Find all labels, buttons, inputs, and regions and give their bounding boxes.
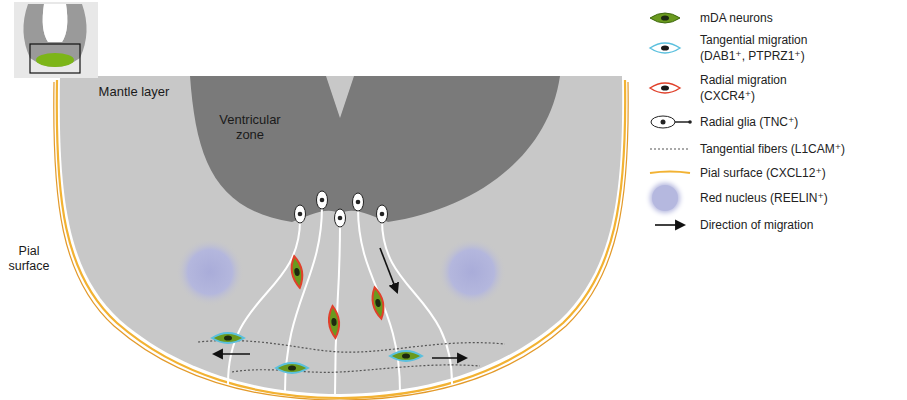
legend-text: Tangential migration (DAB1⁺, PTPRZ1⁺): [700, 32, 825, 64]
tangential-migrating-neuron-part: [276, 363, 308, 373]
inset-section-icon-part: [30, 44, 80, 73]
tangential-migrating-neuron: [276, 363, 308, 373]
radial-glia-nucleus: [356, 200, 361, 205]
red-nucleus: [176, 238, 244, 306]
radial-migrating-neuron-part: [375, 299, 382, 308]
legend-radial-glia-part: [675, 121, 690, 123]
radial-glia-fiber: [358, 208, 400, 392]
tangential-migrating-neuron: [390, 351, 422, 361]
tangential-migrating-neuron: [212, 333, 244, 343]
legend-radial-neuron-part: [661, 85, 669, 90]
tangential-fiber: [198, 341, 505, 353]
red-nucleus: [438, 238, 506, 306]
legend-tangential-neuron-part: [650, 43, 680, 53]
radial-migrating-neuron-part: [331, 318, 337, 326]
ventricular-zone-region-outline: [188, 74, 562, 234]
radial-migrating-neuron: [328, 306, 341, 339]
inset-section-icon-part: [14, 2, 98, 78]
region-label: Ventricular zone: [208, 112, 292, 142]
legend-radial-glia: [651, 116, 692, 128]
legend-mda-neuron-part: [661, 15, 669, 20]
radial-glia-cell: [295, 205, 306, 223]
radial-glia-fiber: [382, 220, 452, 384]
radial-glia-cell: [377, 205, 388, 223]
legend-radial-neuron-part: [650, 83, 680, 93]
radial-migrating-neuron: [370, 286, 386, 319]
legend-pial-line: [650, 172, 690, 174]
inset-section-icon-part: [36, 53, 74, 67]
tangential-migrating-neuron-part: [212, 333, 244, 343]
legend-text: Pial surface (CXCL12⁺): [700, 165, 900, 181]
radial-migrating-neuron-part: [289, 255, 304, 288]
surface-label: Pial surface: [4, 244, 54, 274]
legend-radial-glia-part: [688, 120, 692, 124]
tangential-migrating-neuron-part: [224, 335, 232, 340]
legend-tangential-neuron-part: [661, 45, 669, 50]
radial-migrating-neuron-part: [294, 268, 301, 277]
radial-glia-nucleus: [338, 216, 343, 221]
tangential-migrating-neuron-part: [402, 353, 410, 358]
tangential-fiber: [232, 365, 480, 372]
legend-radial-neuron: [650, 83, 680, 93]
legend-radial-glia-part: [661, 120, 666, 125]
migration-arrow: [214, 353, 250, 355]
legend-arrow: [655, 224, 684, 226]
inset-section-icon: [14, 2, 98, 78]
legend-swatch: [652, 185, 678, 211]
mantle-layer-region: Mantle layerVentricular zone: [58, 74, 626, 396]
tangential-migrating-neuron-part: [390, 351, 422, 361]
legend-mda-neuron-part: [650, 13, 680, 23]
radial-migrating-neuron-part: [370, 286, 386, 319]
ventricular-zone-region-fill: [190, 76, 560, 222]
migration-arrow: [380, 248, 397, 292]
radial-glia-cell: [317, 191, 328, 209]
inset-section-icon-part: [23, 4, 86, 67]
ventricular-zone-region: Ventricular zone: [188, 74, 562, 234]
radial-glia-nucleus: [380, 212, 385, 217]
legend-radial-glia-part: [651, 116, 675, 128]
legend-text: Red nucleus (REELIN⁺): [700, 190, 900, 206]
radial-migrating-neuron: [289, 255, 304, 288]
radial-glia-cell: [353, 193, 364, 211]
legend-text: Direction of migration: [700, 217, 900, 233]
legend-text: Radial migration (CXCR4⁺): [700, 72, 825, 104]
radial-glia-fiber: [228, 220, 300, 384]
legend-text: mDA neurons: [700, 10, 900, 26]
tangential-migrating-neuron-part: [288, 365, 296, 370]
legend-tangential-neuron: [650, 43, 680, 53]
legend-mda-neuron: [650, 13, 680, 23]
legend-text: Radial glia (TNC⁺): [700, 114, 900, 130]
migration-arrow: [432, 357, 466, 359]
mantle-layer-region-fill: [60, 76, 622, 394]
legend-dashed-fiber: [650, 148, 690, 149]
legend-text: Tangential fibers (L1CAM⁺): [700, 141, 900, 157]
mantle-layer-region-outline: [58, 74, 626, 396]
radial-glia-nucleus: [298, 212, 303, 217]
inset-section-icon-part: [43, 4, 68, 42]
radial-glia-cell: [335, 209, 346, 227]
region-label: Mantle layer: [94, 84, 174, 99]
radial-glia-nucleus: [320, 198, 325, 203]
radial-migrating-neuron-part: [328, 306, 341, 339]
